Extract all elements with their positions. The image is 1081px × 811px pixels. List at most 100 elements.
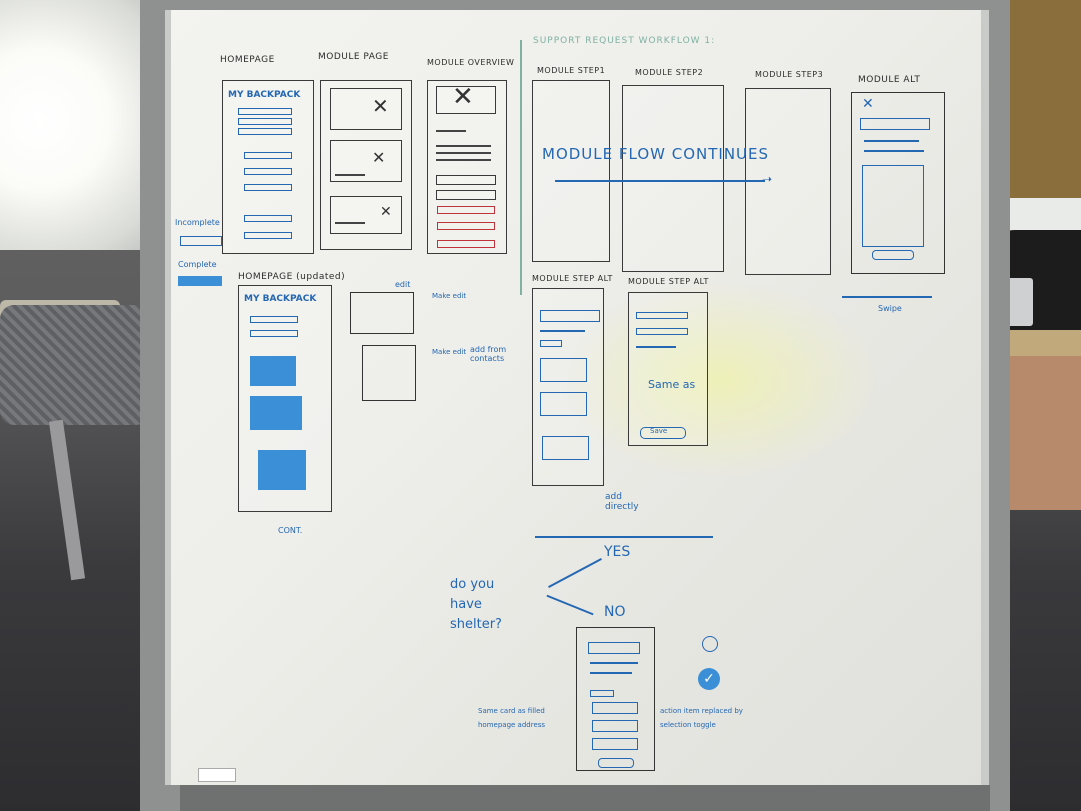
sketch-line <box>864 140 919 142</box>
overview-item <box>436 190 496 200</box>
sketch-bar <box>590 690 614 697</box>
sketch-line <box>436 152 491 154</box>
bracket-line <box>535 536 713 538</box>
sketch-line <box>335 222 365 224</box>
label-action-item: action item replaced by selection toggle <box>660 707 743 729</box>
sketch-bar <box>244 232 292 239</box>
sketch-bar <box>244 152 292 159</box>
label-add-directly: add directly <box>605 492 639 512</box>
label-same-card: Same card as filled homepage address <box>478 707 546 729</box>
sketch-bar <box>636 312 688 319</box>
label-homepage-updated: HOMEPAGE (updated) <box>238 272 346 282</box>
label-homepage: HOMEPAGE <box>220 55 275 65</box>
x-icon: ✕ <box>452 82 474 112</box>
bottom-wireframe <box>576 627 655 771</box>
save-button-label: Save <box>650 427 668 435</box>
x-icon: ✕ <box>372 94 389 118</box>
sketch-bar <box>588 642 640 654</box>
toggle-row <box>592 702 638 714</box>
complete-card <box>258 450 306 490</box>
sketch-bar <box>244 215 292 222</box>
label-add-from-contacts: add from contacts <box>470 345 507 363</box>
overview-item <box>436 175 496 185</box>
contact-card <box>540 392 587 416</box>
complete-card <box>250 396 302 430</box>
toggle-row <box>592 738 638 750</box>
sketch-bar <box>636 328 688 335</box>
alt-button <box>872 250 914 260</box>
homepage-updated-my-backpack: MY BACKPACK <box>244 294 317 304</box>
arrow-head-icon: ➝ <box>762 172 773 186</box>
office-chair <box>0 305 150 425</box>
toggle-row <box>592 720 638 732</box>
label-module-step-alt-1: MODULE STEP ALT <box>532 274 613 283</box>
sketch-bar <box>244 184 292 191</box>
overview-image <box>436 86 496 114</box>
homepage-wireframe <box>222 80 314 254</box>
module-overview-wireframe <box>427 80 507 254</box>
overview-red-item <box>437 240 495 248</box>
sketch-bar <box>250 330 298 337</box>
flow-arrow <box>555 180 765 182</box>
checked-circle-icon: ✓ <box>698 668 720 690</box>
contact-card <box>540 358 587 382</box>
edit-card <box>350 292 414 334</box>
label-same-as: Same as <box>648 378 696 391</box>
sketch-line <box>436 159 491 161</box>
module-alt-wireframe <box>851 92 945 274</box>
sketch-bar <box>238 128 292 135</box>
green-divider <box>520 40 522 295</box>
x-icon: ✕ <box>380 204 392 220</box>
label-module-step-alt-2: MODULE STEP ALT <box>628 277 709 286</box>
module-step2-wireframe <box>622 85 724 272</box>
label-module-alt: MODULE ALT <box>858 75 921 85</box>
swipe-line <box>842 296 932 298</box>
edit-card-expanded <box>362 345 416 401</box>
label-make-edit: Make edit <box>432 292 467 300</box>
sketch-bar <box>244 168 292 175</box>
overview-red-item <box>437 206 495 214</box>
label-module-overview: MODULE OVERVIEW <box>427 58 515 67</box>
sketch-bar <box>250 316 298 323</box>
label-swipe: Swipe <box>878 304 902 313</box>
label-module-step2: MODULE STEP2 <box>635 68 704 77</box>
sketch-line <box>590 662 638 664</box>
label-module-flow-continues: MODULE FLOW CONTINUES <box>542 145 770 163</box>
label-module-step1: MODULE STEP1 <box>537 66 606 75</box>
close-icon: ✕ <box>862 96 874 112</box>
label-module-page: MODULE PAGE <box>318 52 389 62</box>
sketch-line <box>436 145 491 147</box>
label-no: NO <box>604 604 626 620</box>
sketch-line <box>436 130 466 132</box>
homepage-my-backpack: MY BACKPACK <box>228 90 301 100</box>
contact-card <box>542 436 589 460</box>
save-button <box>640 427 686 439</box>
label-support-flow: SUPPORT REQUEST WORKFLOW 1: <box>533 36 716 46</box>
unchecked-circle-icon <box>702 636 718 652</box>
complete-card <box>250 356 296 386</box>
label-do-you-have-shelter: do you have shelter? <box>450 577 502 632</box>
sketch-line <box>864 150 924 152</box>
incomplete-swatch <box>180 236 222 246</box>
module-step1-wireframe <box>532 80 610 262</box>
sketch-bar <box>238 108 292 115</box>
label-cont: CONT. <box>278 526 303 535</box>
overview-red-item <box>437 222 495 230</box>
module-card <box>330 196 402 234</box>
brand-tag <box>198 768 236 782</box>
label-incomplete: Incomplete <box>175 218 220 227</box>
module-step-alt-2-wireframe <box>628 292 708 446</box>
label-make-edit-2: Make edit <box>432 348 467 356</box>
bottom-button <box>598 758 634 768</box>
whiteboard-tray <box>180 785 990 811</box>
sketch-bar <box>860 118 930 130</box>
x-icon: ✕ <box>372 148 386 167</box>
sketch-line <box>590 672 632 674</box>
sketch-bar <box>540 310 600 322</box>
label-complete: Complete <box>178 260 217 269</box>
alt-card <box>862 165 924 247</box>
label-edit: edit <box>395 280 411 289</box>
module-card <box>330 88 402 130</box>
label-module-step3: MODULE STEP3 <box>755 70 824 79</box>
yellow-smudge <box>560 280 880 480</box>
